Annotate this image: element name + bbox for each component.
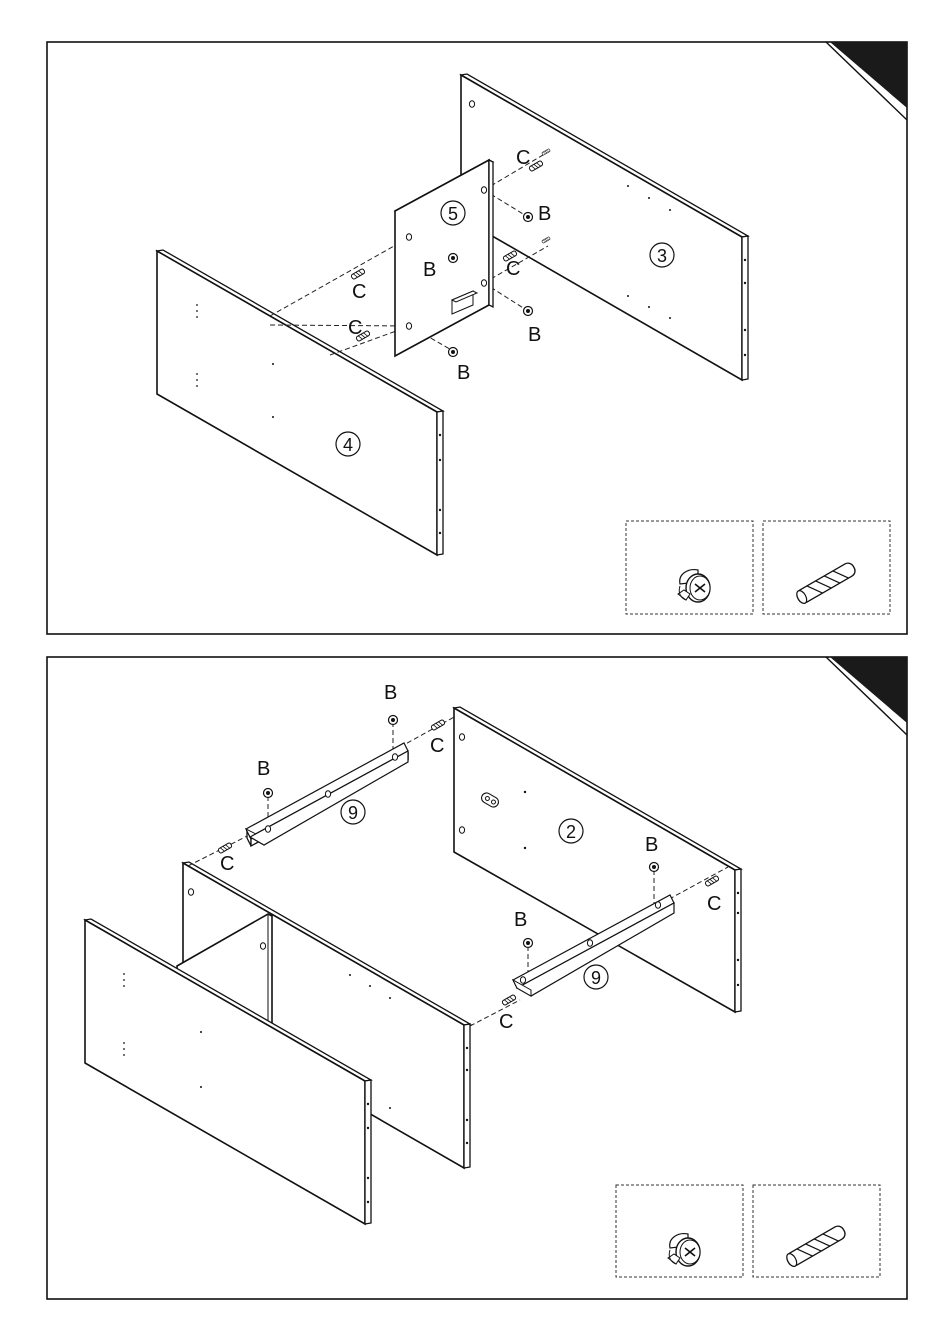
label-c: C bbox=[506, 258, 520, 280]
part-number-3: 3 bbox=[657, 246, 667, 266]
part-number-5: 5 bbox=[448, 204, 458, 224]
dowel-icon bbox=[795, 561, 857, 605]
label-c: C bbox=[352, 281, 366, 303]
step2-legend bbox=[616, 1185, 880, 1277]
label-b: B bbox=[538, 203, 551, 225]
dowel-icon bbox=[502, 994, 517, 1005]
cam-icon bbox=[524, 307, 533, 316]
label-b: B bbox=[528, 324, 541, 346]
label-b: B bbox=[645, 834, 658, 856]
label-c: C bbox=[348, 317, 362, 339]
label-c: C bbox=[430, 735, 444, 757]
cam-icon bbox=[264, 789, 273, 798]
label-c: C bbox=[499, 1011, 513, 1033]
label-b: B bbox=[514, 909, 527, 931]
cam-icon bbox=[650, 863, 659, 872]
label-c: C bbox=[516, 147, 530, 169]
cam-icon bbox=[524, 939, 533, 948]
dowel-icon bbox=[218, 842, 233, 853]
legend-box-cam bbox=[626, 521, 753, 614]
label-b: B bbox=[423, 259, 436, 281]
part-number-9: 9 bbox=[348, 803, 358, 823]
step2-corner-tab bbox=[830, 657, 907, 723]
step1-legend bbox=[626, 521, 890, 614]
step1-corner-tab bbox=[830, 42, 907, 108]
label-b: B bbox=[384, 682, 397, 704]
panel-5: 5 bbox=[395, 160, 493, 356]
label-b: B bbox=[257, 758, 270, 780]
dowel-icon bbox=[431, 719, 446, 730]
legend-box-dowel bbox=[753, 1185, 880, 1277]
part-number-4: 4 bbox=[343, 435, 353, 455]
part-number-9: 9 bbox=[591, 968, 601, 988]
cam-icon bbox=[524, 213, 533, 222]
cam-icon bbox=[449, 348, 458, 357]
cam-icon bbox=[449, 254, 458, 263]
panel-3: 3 bbox=[461, 74, 748, 380]
cam-icon bbox=[389, 716, 398, 725]
label-c: C bbox=[707, 893, 721, 915]
cam-lock-icon bbox=[668, 1234, 700, 1266]
label-b: B bbox=[457, 362, 470, 384]
cam-lock-icon bbox=[678, 570, 710, 602]
dowel-icon bbox=[351, 268, 366, 279]
legend-box-cam bbox=[616, 1185, 743, 1277]
legend-box-dowel bbox=[763, 521, 890, 614]
dowel-icon bbox=[785, 1224, 847, 1268]
part-number-2: 2 bbox=[566, 822, 576, 842]
label-c: C bbox=[220, 853, 234, 875]
